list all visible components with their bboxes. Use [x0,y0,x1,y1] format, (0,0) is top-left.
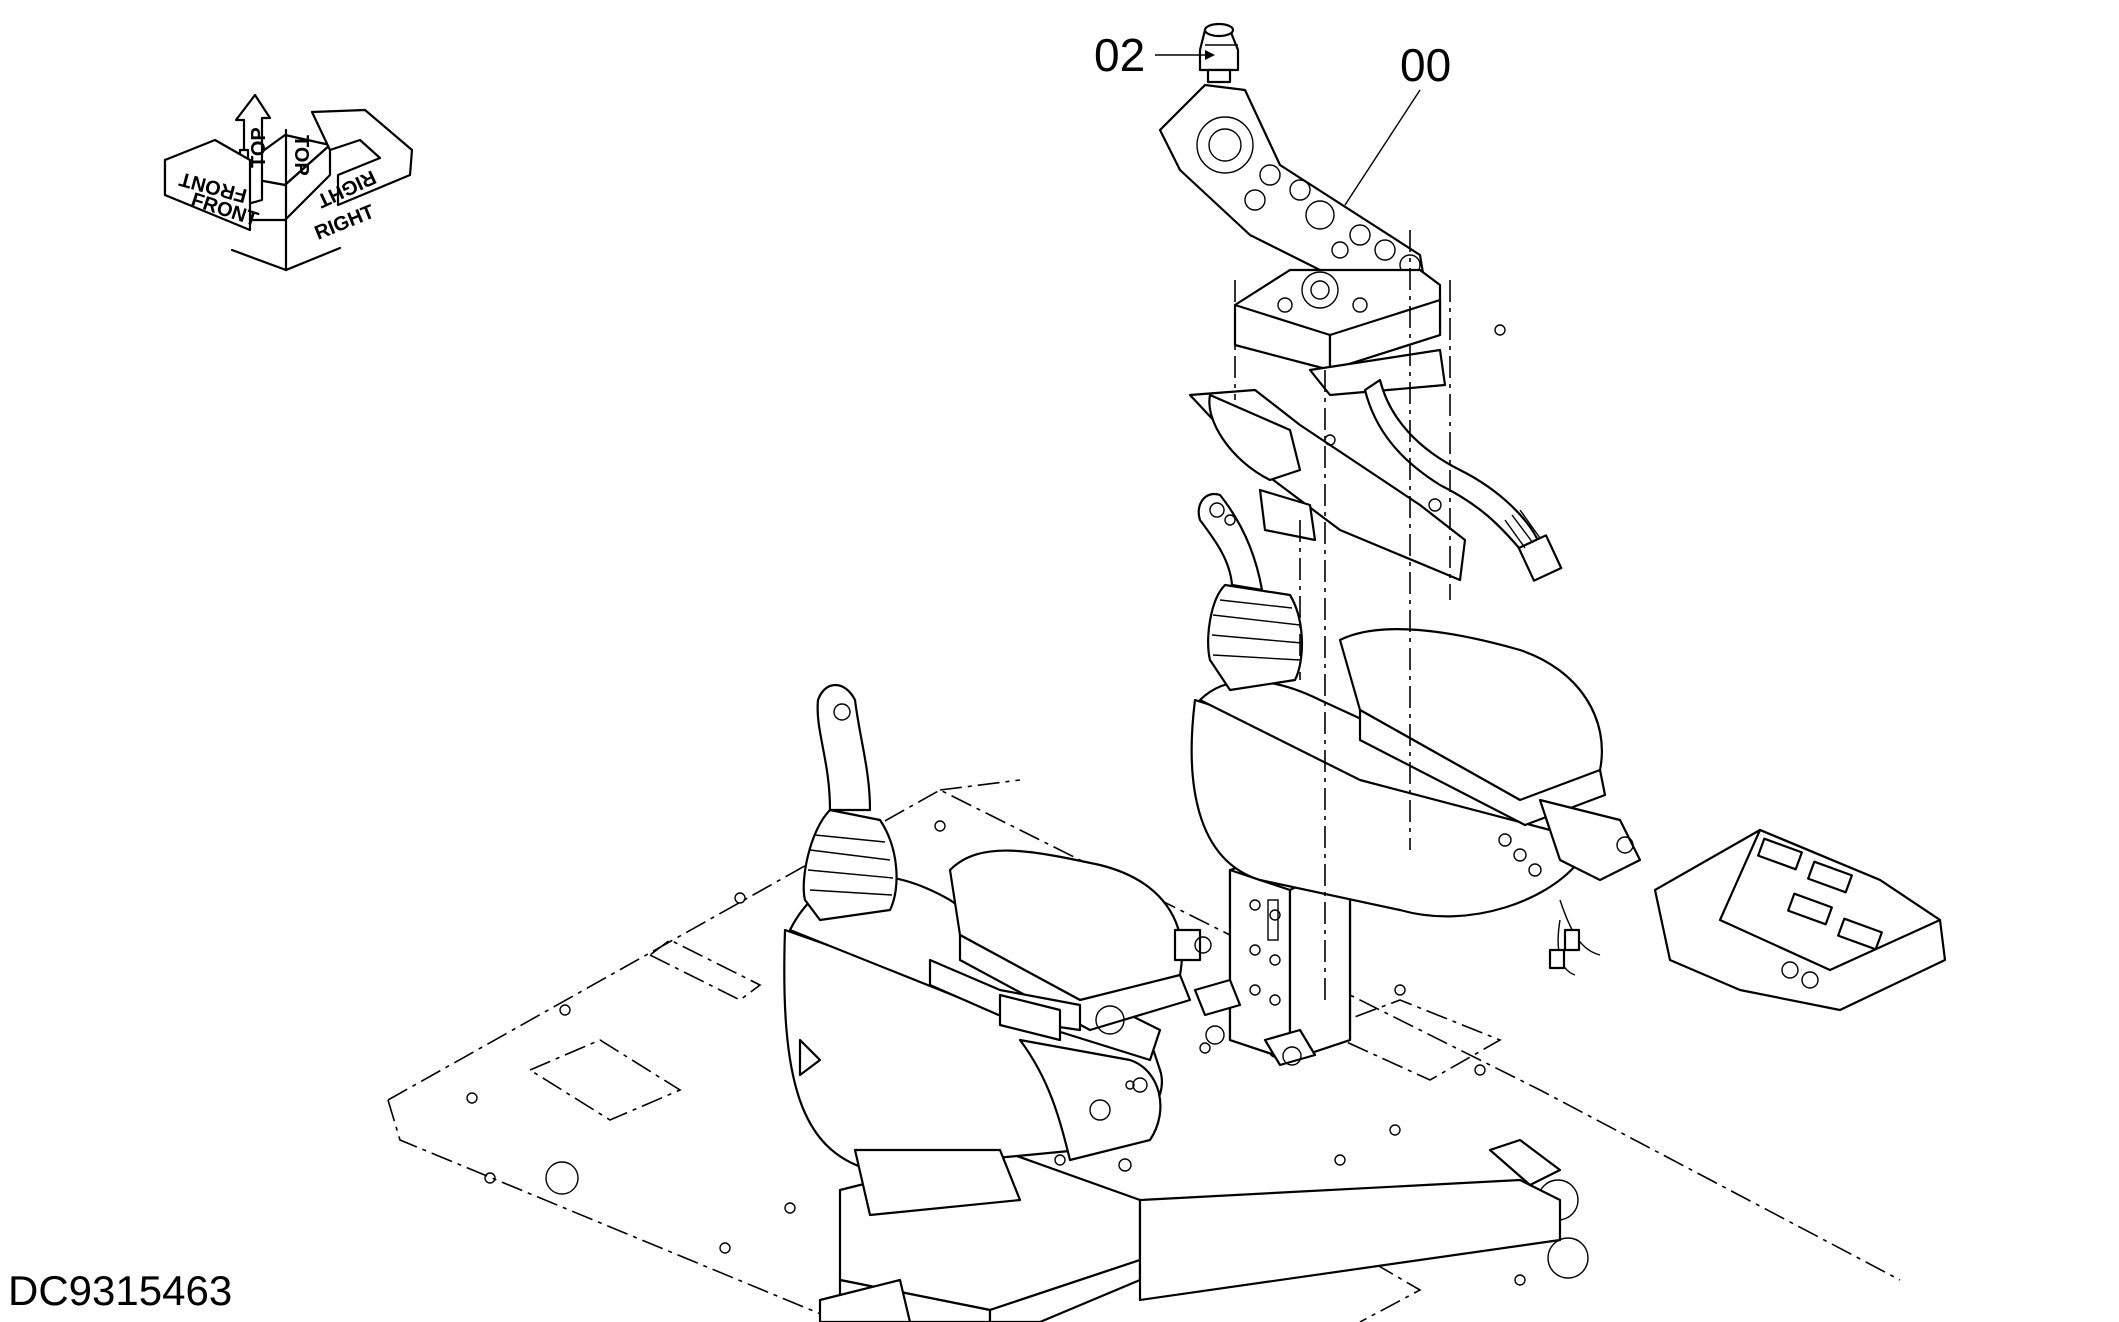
callout-00-leader [1344,89,1421,206]
right-joystick-console [1190,492,1642,976]
switch-panel-assembly [1158,83,1563,582]
left-joystick-console [783,683,1302,1217]
right-pedestal-frame [1193,843,1352,1067]
rotary-knob-part [1198,22,1240,84]
drawing-number: DC9315463 [8,1267,233,1314]
callout-02-arrowhead [1205,50,1215,60]
seat-base [818,1138,1562,1322]
orientation-top-rotated-label: TOP [290,135,312,176]
orientation-marker: FRONT FRONT TOP TOP RIGHT RIGHT [163,93,414,272]
leader-lines [1234,230,1451,1000]
callout-label-00: 00 [1400,39,1452,91]
callout-label-02: 02 [1094,29,1146,81]
orientation-top-label: TOP [248,127,270,168]
side-switch-cover [1653,828,1947,1012]
